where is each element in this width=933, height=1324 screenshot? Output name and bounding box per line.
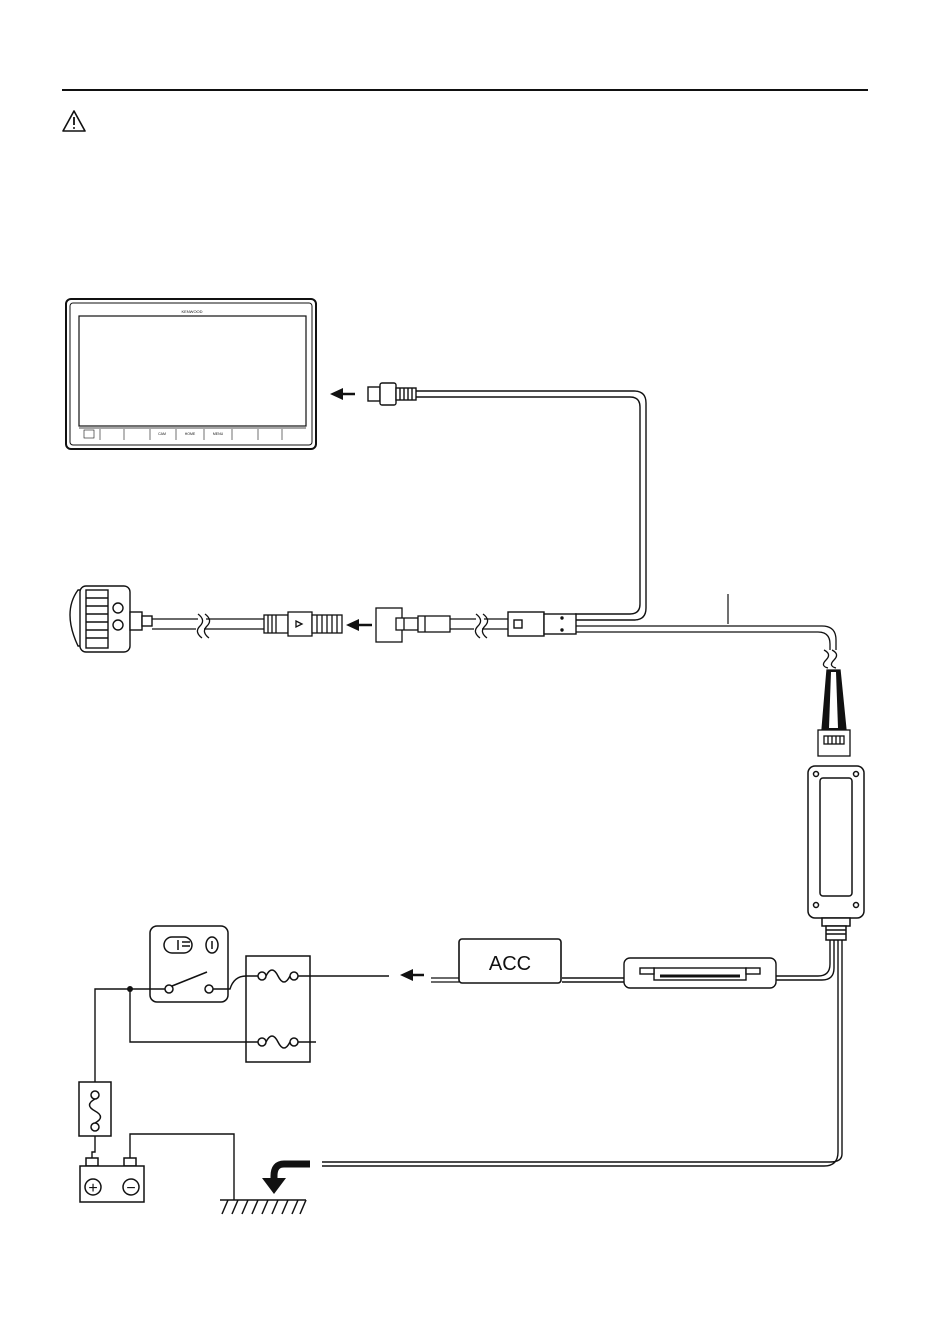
battery-positive: + <box>88 1180 97 1197</box>
extension-cable <box>450 614 508 638</box>
control-box <box>808 766 864 940</box>
rca-cable <box>416 391 646 620</box>
rca-plug <box>368 383 416 405</box>
monitor-button-label: CAM <box>158 432 166 436</box>
monitor-brand: KENWOOD <box>181 309 202 314</box>
acc-box: ACC <box>459 939 561 983</box>
fuse-block <box>246 956 310 1062</box>
battery-negative: − <box>126 1180 135 1197</box>
wire-junction <box>127 986 133 992</box>
ground-arrow-icon <box>262 1164 310 1194</box>
acc-label: ACC <box>489 953 531 975</box>
monitor-button-label: HOME <box>185 432 196 436</box>
cable-bundle <box>822 670 846 730</box>
battery-fuse <box>79 1082 111 1136</box>
monitor-unit: KENWOOD CAM HOME MENU <box>66 299 316 449</box>
camera-unit <box>70 586 152 652</box>
bundle-connector <box>818 730 850 756</box>
camera-connector <box>264 612 342 636</box>
cable-junction <box>508 612 576 636</box>
arrow-left-icon <box>330 388 355 400</box>
control-cable <box>576 594 837 668</box>
acc-wire <box>431 978 459 982</box>
fuse-holder <box>624 958 776 988</box>
extension-connector <box>376 608 450 642</box>
warning-icon <box>63 111 85 131</box>
arrow-left-icon <box>400 969 424 981</box>
ground-icon <box>220 1200 306 1214</box>
arrow-left-icon <box>346 619 372 631</box>
monitor-screen <box>79 316 306 426</box>
camera-cable <box>152 614 264 638</box>
monitor-button-label: MENU <box>213 432 224 436</box>
ignition-switch <box>150 926 228 1002</box>
